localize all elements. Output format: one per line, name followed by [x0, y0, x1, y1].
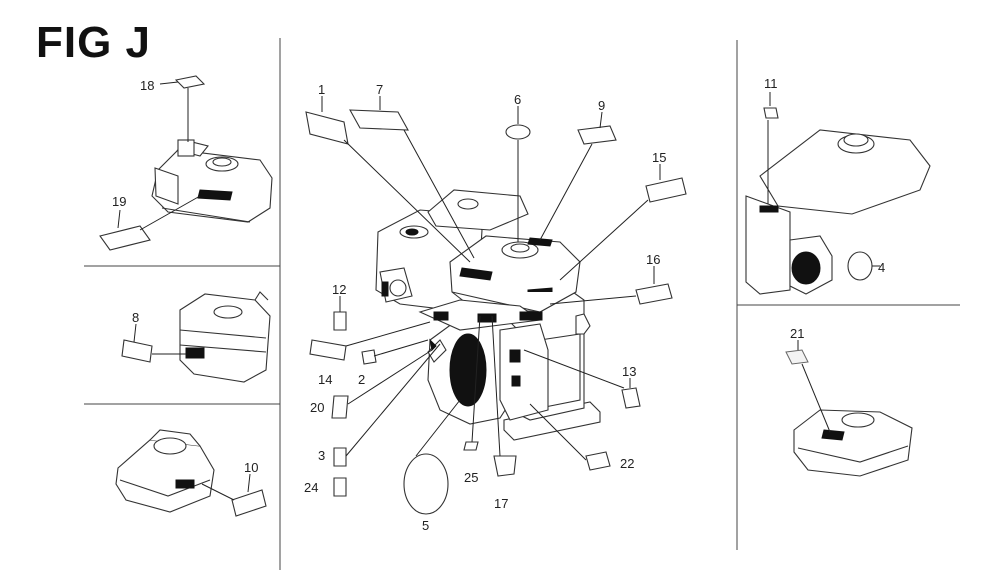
label-decal-7: [349, 109, 409, 131]
engine-cover-bottom-left: [115, 429, 215, 513]
callout-10: 10: [244, 460, 258, 475]
label-decal-20: [331, 395, 349, 419]
callout-16: 16: [646, 252, 660, 267]
label-decal-19: [99, 225, 151, 251]
air-cleaner-middle-left: [179, 291, 271, 383]
callout-17: 17: [494, 496, 508, 511]
callout-13: 13: [622, 364, 636, 379]
label-decal-9: [577, 125, 617, 145]
label-decal-2: [361, 349, 377, 365]
callout-9: 9: [598, 98, 605, 113]
callout-12: 12: [332, 282, 346, 297]
label-decal-22: [585, 451, 611, 471]
label-decal-21: [785, 349, 809, 365]
label-decal-24: [333, 477, 347, 497]
label-decal-3: [333, 447, 347, 467]
callout-5: 5: [422, 518, 429, 533]
callout-11: 11: [764, 76, 778, 91]
callout-1: 1: [318, 82, 325, 97]
label-decal-11: [763, 107, 779, 119]
callout-7: 7: [376, 82, 383, 97]
panel-separators: [84, 38, 960, 570]
fuel-tank-top-left: [151, 139, 273, 223]
label-decal-12: [333, 311, 347, 331]
label-decal-15: [645, 177, 687, 203]
callout-8: 8: [132, 310, 139, 325]
callout-2: 2: [358, 372, 365, 387]
label-decal-8: [121, 339, 153, 363]
figure-title: FIG J: [36, 18, 152, 67]
callout-19: 19: [112, 194, 126, 209]
label-decal-10: [231, 489, 267, 517]
callout-21: 21: [790, 326, 804, 341]
engine-assembly: [375, 189, 601, 441]
label-decal-16: [635, 283, 673, 305]
callout-3: 3: [318, 448, 325, 463]
label-decal-6: [505, 124, 531, 140]
callout-22: 22: [620, 456, 634, 471]
label-decal-1: [305, 111, 349, 145]
air-cleaner-bottom-right: [793, 409, 913, 477]
leader-lines-center: [321, 96, 661, 461]
callout-25: 25: [464, 470, 478, 485]
label-decal-13: [621, 387, 641, 409]
label-decal-14: [309, 339, 347, 361]
callout-14: 14: [318, 372, 332, 387]
label-decal-17: [493, 455, 517, 477]
callout-6: 6: [514, 92, 521, 107]
label-decal-5: [403, 453, 449, 515]
fuel-tank-top-right: [745, 129, 931, 295]
callout-4: 4: [878, 260, 885, 275]
callout-24: 24: [304, 480, 318, 495]
callout-20: 20: [310, 400, 324, 415]
label-decal-18: [174, 75, 206, 89]
callout-18: 18: [140, 78, 154, 93]
callout-15: 15: [652, 150, 666, 165]
callout-numbers: 18 19 8 10 1 7 6 9 15 16 12 14 2 20 3 24…: [112, 76, 885, 533]
label-decal-4: [847, 251, 873, 281]
label-decal-25: [463, 441, 479, 451]
